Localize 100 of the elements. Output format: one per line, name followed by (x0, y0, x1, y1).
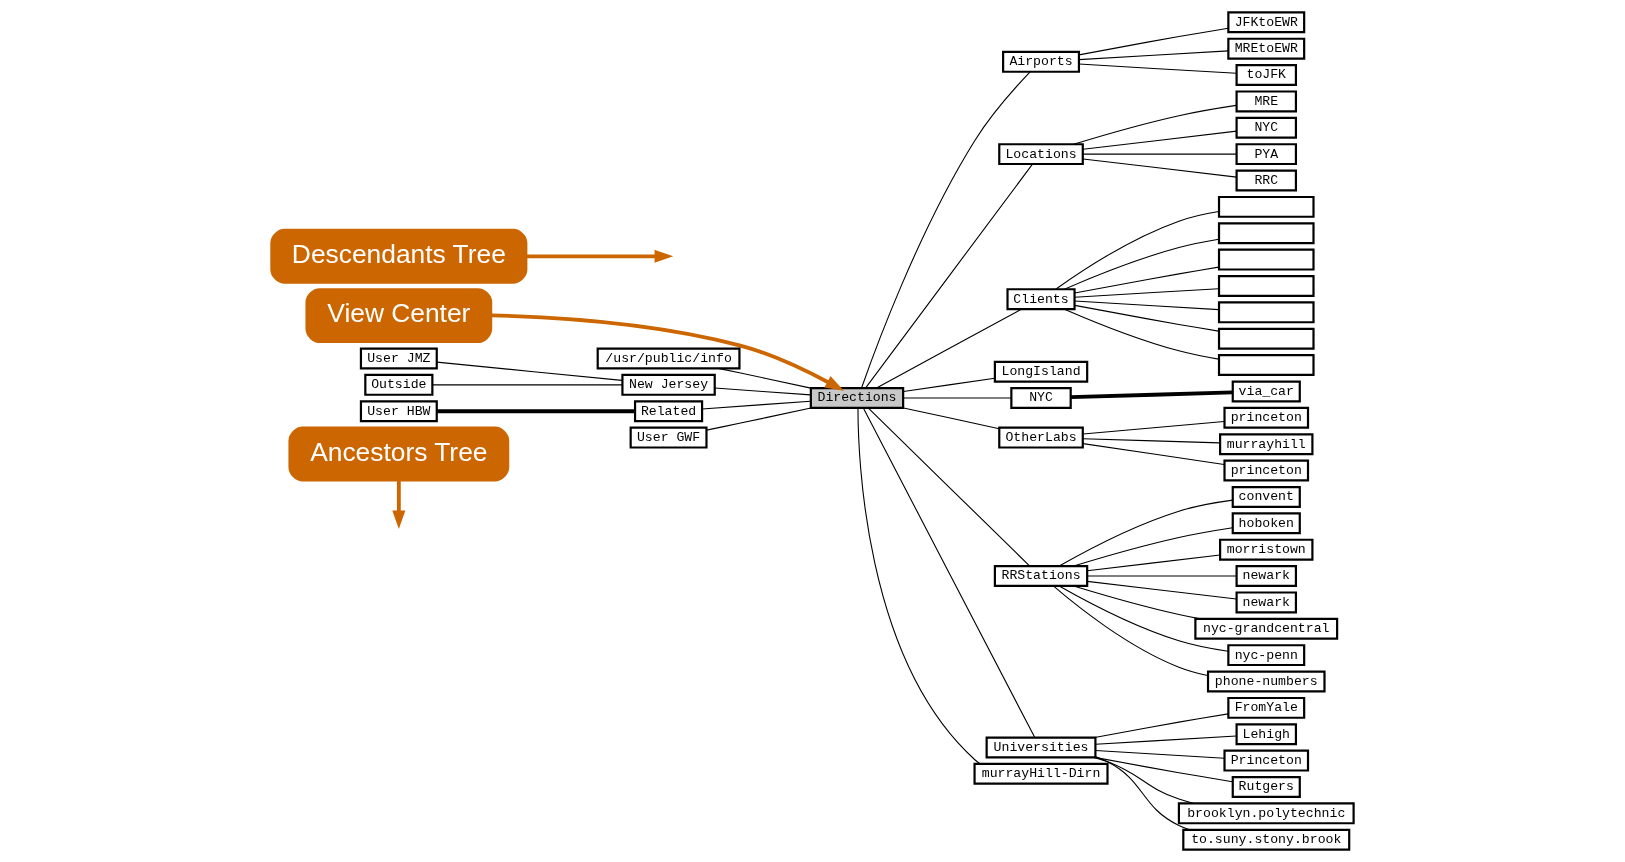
node-box: New Jersey (621, 373, 716, 396)
node-box: Ancestors Tree (288, 426, 510, 482)
node-box: morristown (1219, 538, 1314, 561)
connector (857, 407, 981, 765)
node-box: Princeton (1223, 749, 1310, 772)
node-box: View Center (305, 288, 493, 344)
connector (861, 71, 1031, 389)
connector (432, 384, 623, 386)
connector (902, 377, 996, 392)
connector (701, 400, 812, 410)
connector (1095, 750, 1225, 759)
arrow (491, 313, 844, 391)
connector (1063, 308, 1220, 360)
connector (1082, 158, 1238, 178)
connector (1058, 585, 1229, 652)
connector (1074, 288, 1220, 298)
connector (1082, 443, 1225, 466)
connector (1078, 27, 1229, 56)
node-box: Airports (1002, 50, 1081, 73)
connector (1073, 527, 1234, 567)
connector (902, 407, 1000, 430)
connector (876, 308, 1022, 389)
node-box: Directions (809, 387, 905, 410)
connector (1093, 756, 1195, 804)
node-box: Lehigh (1235, 723, 1297, 746)
connector (1078, 50, 1229, 61)
node-box: convent (1231, 485, 1301, 508)
node-box: Universities (985, 736, 1097, 759)
node-box: nyc-penn (1227, 644, 1306, 667)
connector (1095, 735, 1237, 745)
node-box: princeton (1223, 406, 1310, 429)
arrow (526, 249, 674, 263)
node-box (1217, 327, 1315, 350)
node-box: User GWF (629, 426, 708, 449)
node-box (1217, 222, 1315, 245)
node-box: JFKtoEWR (1227, 11, 1306, 34)
node-box (1217, 274, 1315, 297)
connector (717, 367, 812, 389)
connector (1086, 554, 1221, 572)
connector (1095, 756, 1191, 831)
node-box: via_car (1231, 380, 1301, 403)
node-box: nyc-grandcentral (1194, 617, 1339, 640)
node-box: phone-numbers (1206, 670, 1326, 693)
node-box: RRStations (993, 565, 1089, 587)
connector (1086, 580, 1237, 600)
node-box: newark (1235, 591, 1297, 614)
node-box: MRE (1235, 90, 1297, 113)
connector (1082, 153, 1238, 155)
node-box: Clients (1006, 288, 1076, 311)
connector (867, 407, 1031, 567)
connector (714, 387, 812, 396)
connector (1055, 210, 1220, 290)
connector (902, 397, 1012, 399)
connector (1058, 499, 1234, 567)
connector (1094, 713, 1229, 739)
node-box: toJFK (1235, 64, 1297, 86)
connector (436, 361, 623, 381)
connector (1078, 63, 1237, 74)
node-box: FromYale (1227, 696, 1306, 719)
node-box: RRC (1235, 169, 1297, 192)
node-box: PYA (1235, 143, 1297, 166)
connector (1082, 420, 1225, 435)
node-box: murrayhill (1219, 433, 1314, 456)
node-box (1217, 195, 1315, 218)
node-box: NYC (1010, 387, 1072, 410)
node-box: MREtoEWR (1227, 37, 1306, 60)
node-box: Descendants Tree (270, 228, 528, 284)
node-box: User JMZ (359, 347, 438, 370)
arrow (392, 480, 406, 530)
node-box (1217, 354, 1315, 377)
node-box: /usr/public/info (596, 347, 741, 370)
connector (1082, 130, 1238, 150)
connector (1074, 300, 1220, 311)
node-box: newark (1235, 565, 1297, 587)
connector (436, 409, 635, 414)
connector (706, 407, 812, 431)
node-box: Rutgers (1231, 776, 1301, 798)
connector (1086, 575, 1237, 577)
node-box: princeton (1223, 459, 1310, 482)
connector (1070, 390, 1233, 400)
connector (865, 163, 1033, 389)
node-box (1217, 301, 1315, 324)
node-box: Outside (364, 373, 434, 396)
node-box: brooklyn.polytechnic (1177, 802, 1355, 825)
node-box: OtherLabs (998, 426, 1084, 449)
connector (1082, 438, 1221, 444)
connector (1073, 585, 1202, 620)
connector (1073, 104, 1237, 145)
connector (1053, 585, 1209, 676)
node-box: murrayHill-Dirn (973, 762, 1109, 785)
node-box (1217, 248, 1315, 271)
node-box: LongIsland (993, 360, 1089, 383)
node-box: NYC (1235, 116, 1297, 139)
connector (1074, 304, 1220, 332)
connector (1074, 266, 1220, 294)
node-box: Related (633, 400, 704, 423)
node-box: User HBW (359, 400, 438, 423)
node-box: hoboken (1231, 512, 1301, 535)
node-box: to.suny.stony.brook (1182, 828, 1351, 851)
node-box: Locations (998, 143, 1084, 166)
